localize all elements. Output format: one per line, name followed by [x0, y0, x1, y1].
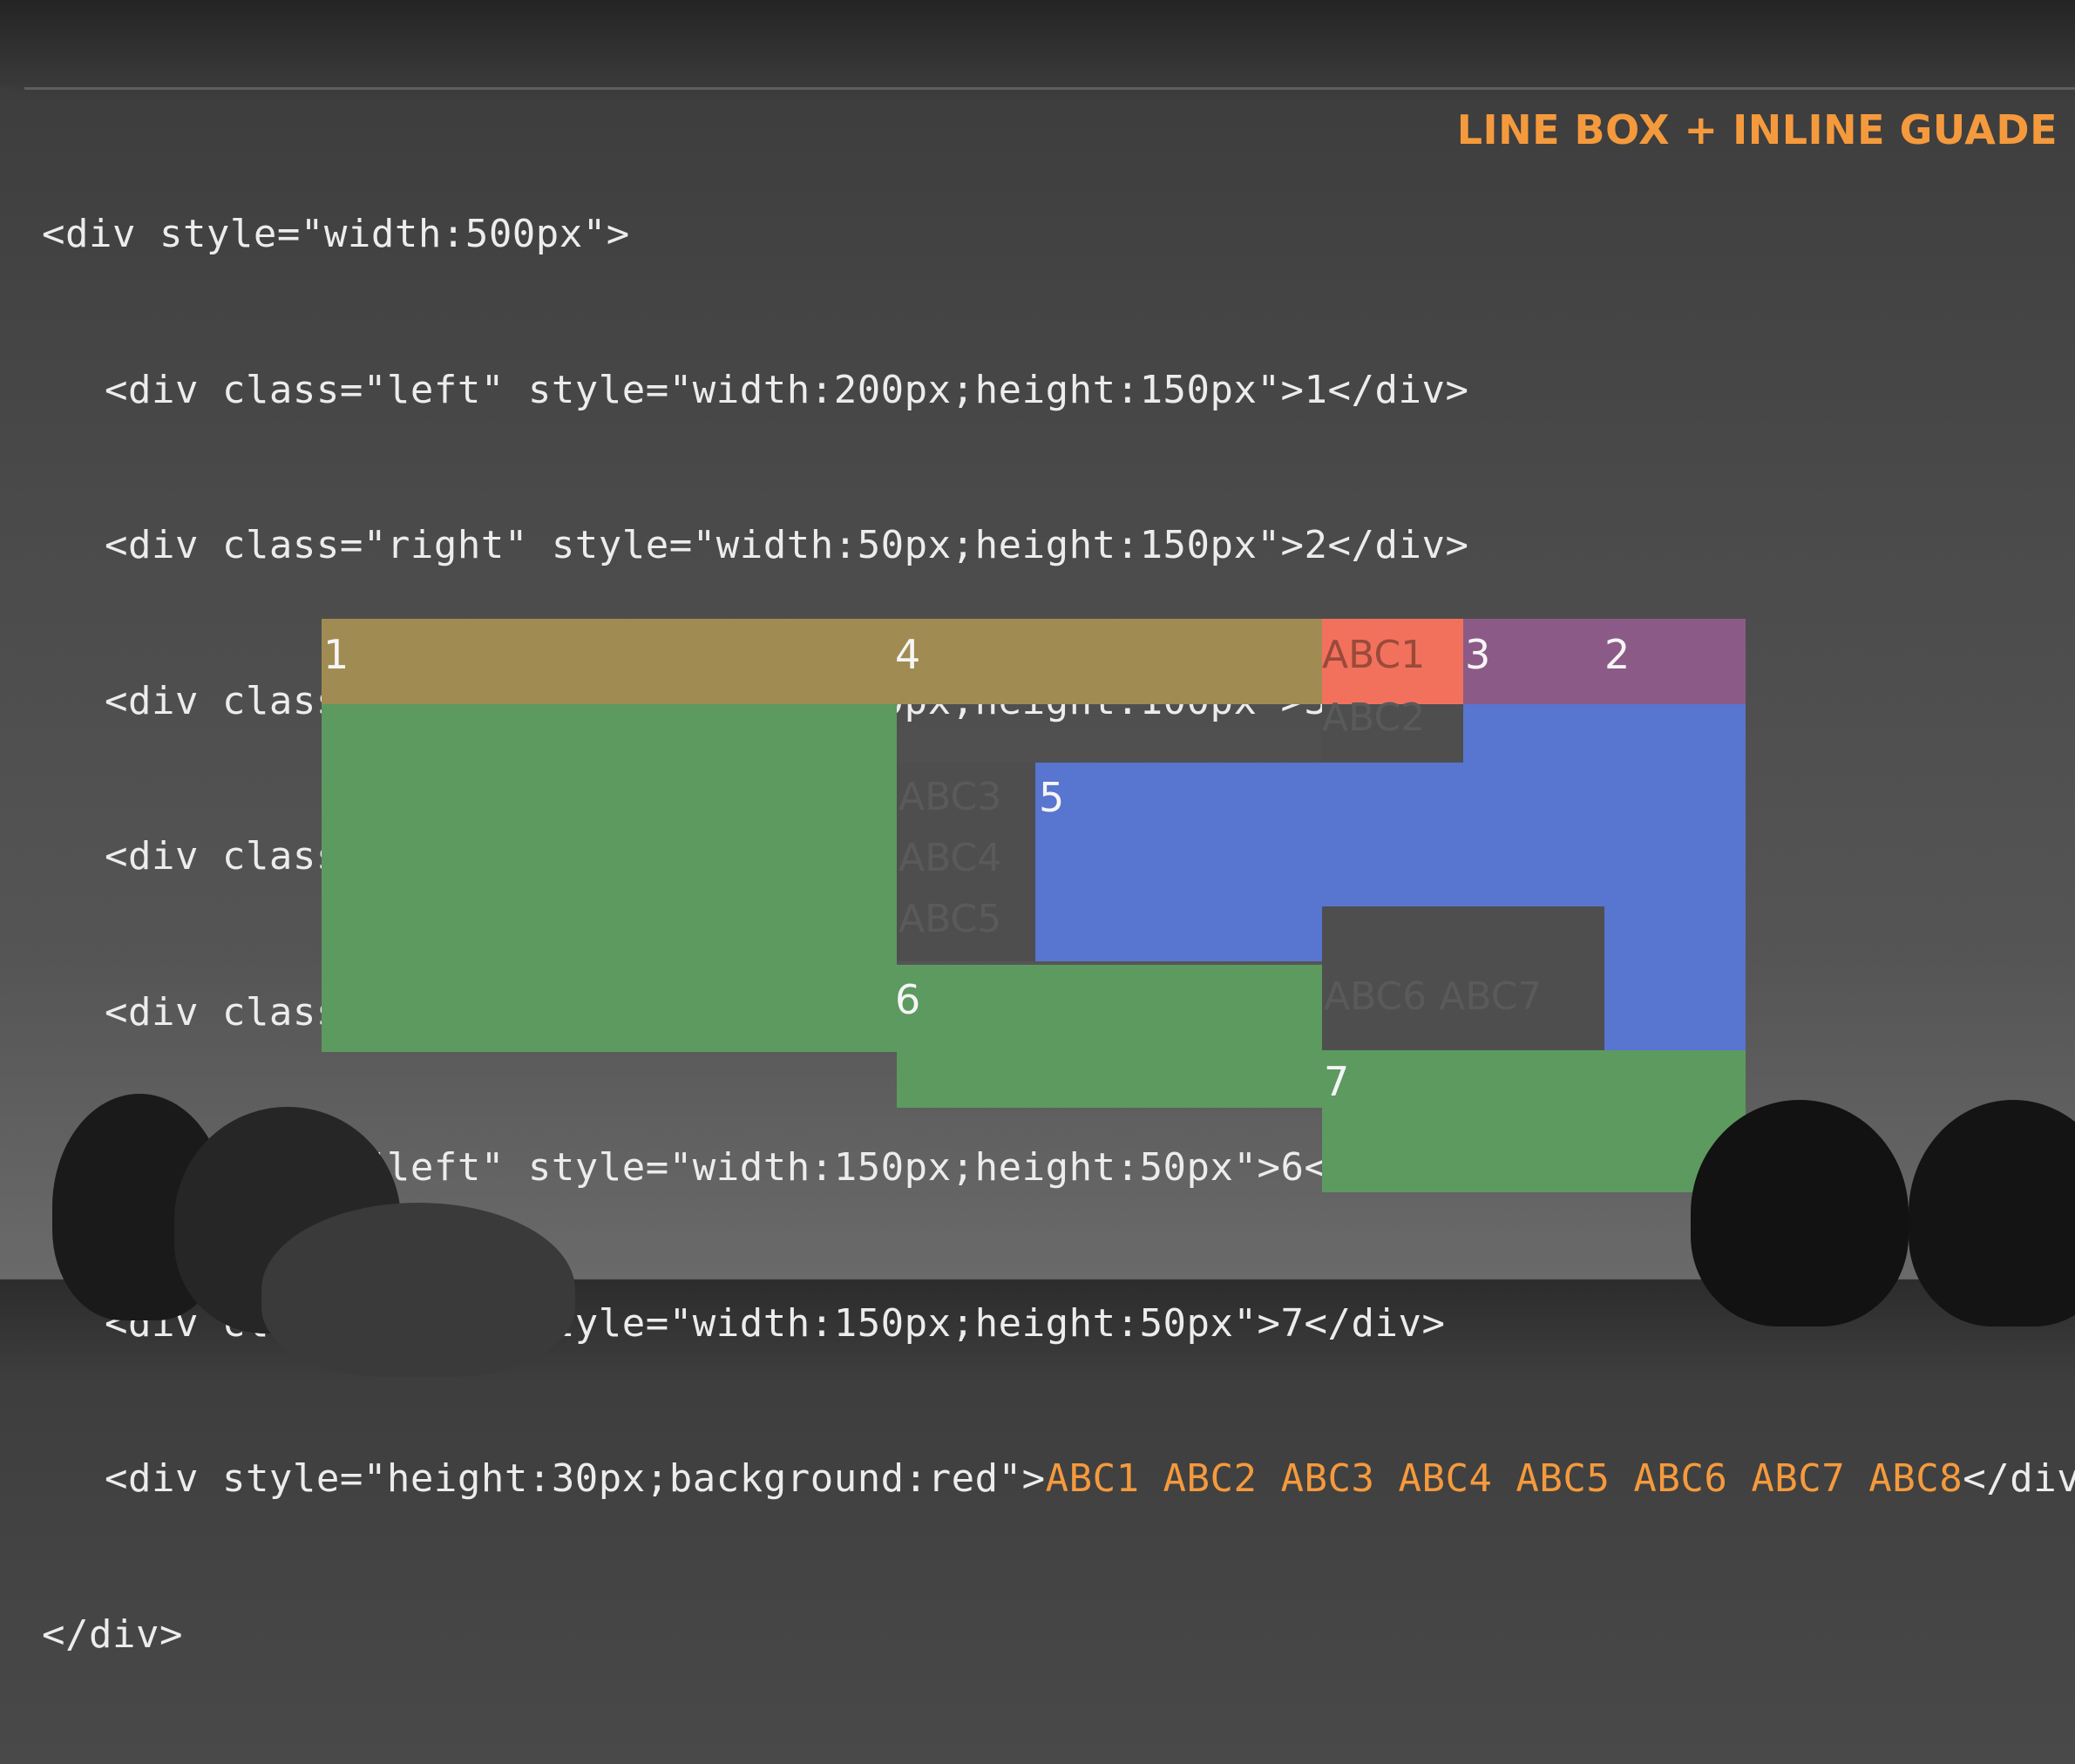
box-label-2: 2: [1604, 631, 1631, 678]
code-line-9: <div style="height:30px;background:red">…: [42, 1453, 2075, 1505]
code-line-2: <div class="left" style="width:200px;hei…: [105, 367, 1469, 412]
code-line-9-prefix: <div style="height:30px;background:red">: [105, 1456, 1046, 1501]
slide-title: LINE BOX + INLINE GUADE: [1456, 106, 2058, 153]
inline-abc2: ABC2: [1322, 695, 1426, 740]
box-2-top: [1463, 619, 1746, 704]
code-line-9-suffix: </div>: [1963, 1456, 2075, 1501]
box-label-7: 7: [1324, 1058, 1350, 1105]
line-box-abc1-abc2: [1322, 704, 1463, 763]
code-line-close: </div>: [42, 1611, 183, 1657]
slide-top-edge: [24, 87, 2075, 90]
audience-head-4: [1691, 1100, 1909, 1326]
line-box-red-abc1: [1322, 619, 1463, 704]
presentation-slide: LINE BOX + INLINE GUADE <div style="widt…: [0, 0, 2075, 1657]
box-label-6: 6: [895, 976, 921, 1023]
box-7: [1322, 1050, 1746, 1192]
box-4: [322, 619, 1322, 704]
inline-abc6-abc7: ABC6 ABC7: [1324, 974, 1543, 1019]
projector-top-band: [0, 0, 2075, 87]
code-line-1: <div style="width:500px">: [42, 212, 630, 256]
inline-abc4: ABC4: [898, 836, 1002, 880]
inline-abc3: ABC3: [898, 775, 1002, 819]
box-label-3: 3: [1465, 631, 1491, 678]
box-label-4: 4: [895, 631, 921, 678]
box-label-5: 5: [1039, 774, 1065, 821]
line-box-abc6-7: [1322, 906, 1604, 1050]
inline-abc1: ABC1: [1322, 633, 1426, 677]
box-6: [897, 965, 1322, 1108]
box-label-1: 1: [323, 631, 349, 678]
inline-abc5: ABC5: [898, 897, 1002, 941]
audience-head-3: [261, 1203, 575, 1377]
code-line-3: <div class="right" style="width:50px;hei…: [105, 523, 1469, 567]
code-line-9-highlight: ABC1 ABC2 ABC3 ABC4 ABC5 ABC6 ABC7 ABC8: [1045, 1456, 1963, 1501]
line-box-abc3-5: [897, 763, 1035, 961]
